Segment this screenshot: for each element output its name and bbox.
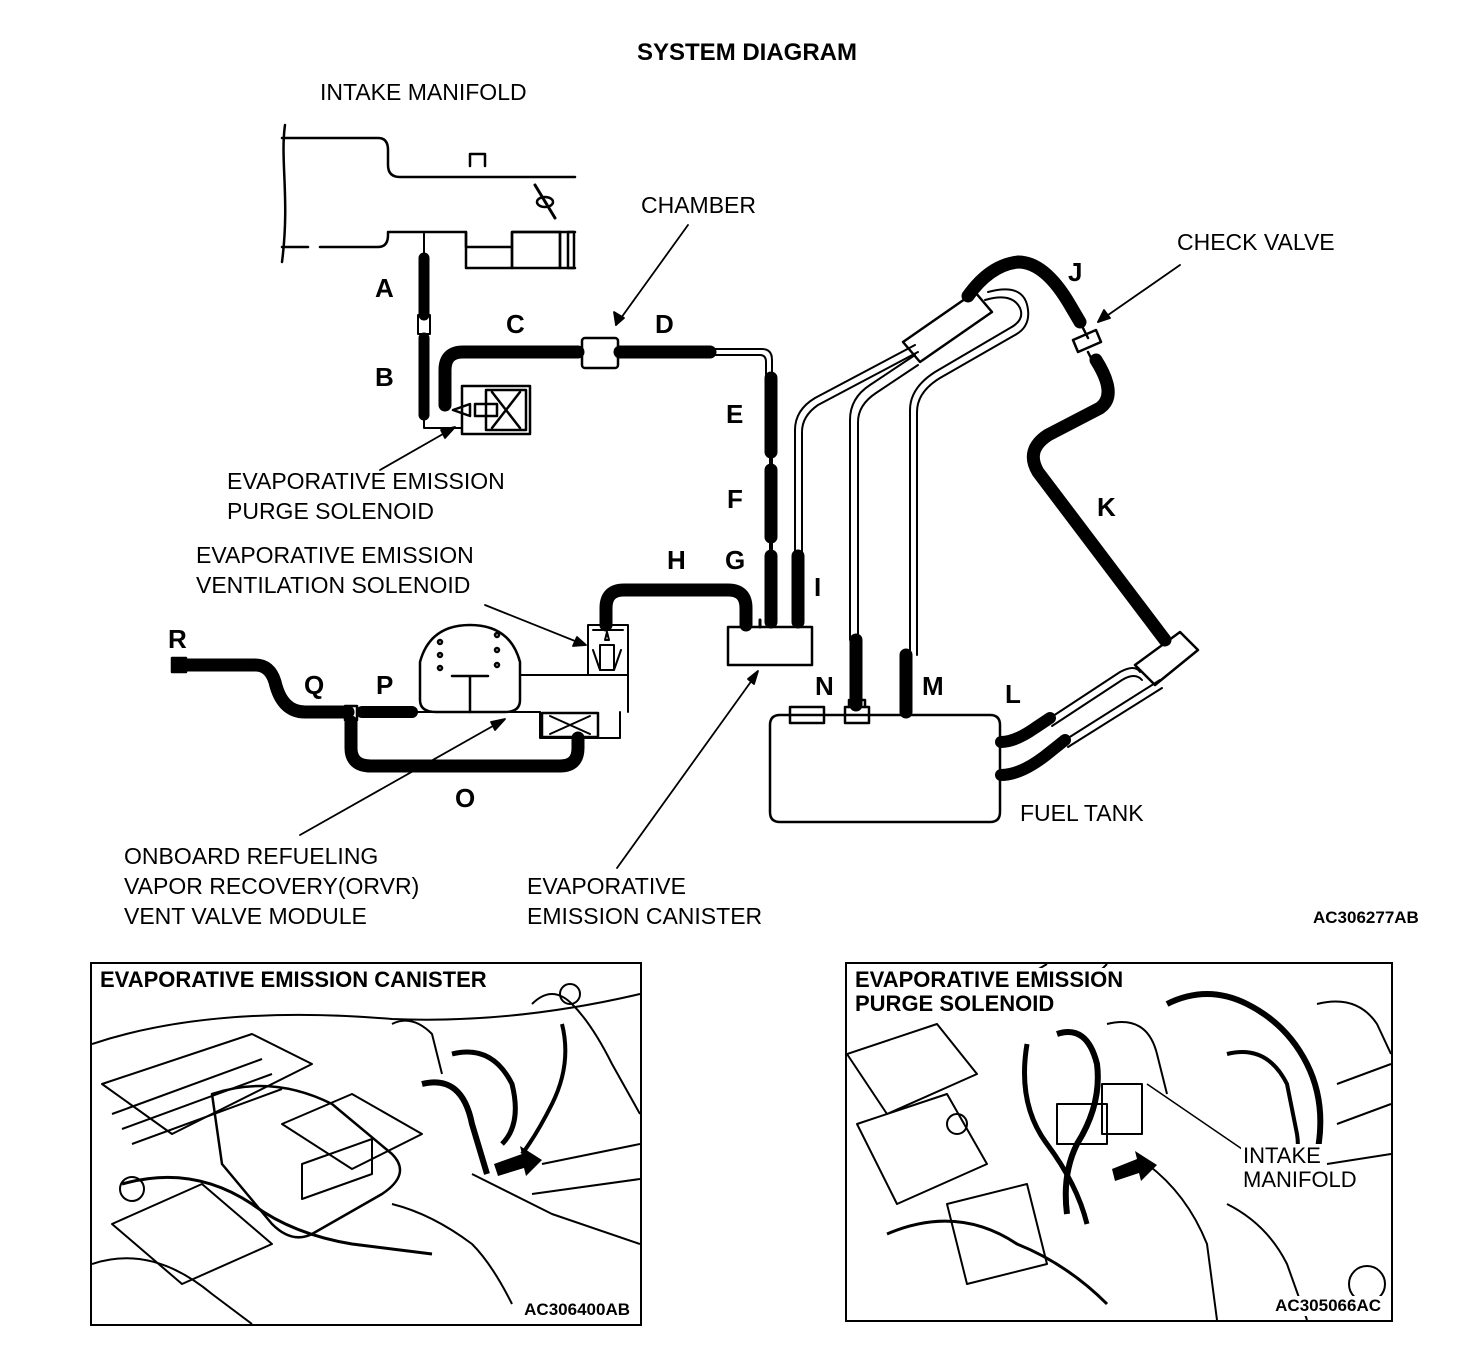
chamber-drawing	[580, 336, 620, 370]
intake-manifold-callout-line1: INTAKE	[1241, 1143, 1323, 1168]
label-vent-solenoid-line2: VENTILATION SOLENOID	[196, 572, 471, 598]
photo-purge-id: AC305066AC	[1273, 1296, 1383, 1316]
hose-letter-n: N	[815, 671, 834, 701]
label-orvr-line2: VAPOR RECOVERY(ORVR)	[124, 873, 420, 899]
pointer-arrow	[494, 1146, 542, 1176]
canister-leader	[616, 675, 756, 869]
vent-solenoid-drawing	[587, 624, 629, 676]
hose-letter-r: R	[168, 624, 187, 654]
chamber-leader	[615, 224, 689, 326]
label-purge-solenoid-line2: PURGE SOLENOID	[227, 498, 435, 524]
label-canister-line1: EVAPORATIVE	[527, 873, 686, 899]
photo-canister-panel: EVAPORATIVE EMISSION CANISTER AC306400AB	[90, 962, 642, 1326]
intake-manifold-drawing	[280, 123, 577, 270]
hose-letter-a: A	[375, 273, 394, 303]
vent-leader	[484, 604, 581, 644]
intake-callout-leader	[1146, 1083, 1243, 1150]
label-vent-solenoid-line1: EVAPORATIVE EMISSION	[196, 542, 474, 568]
hose-k	[1026, 353, 1172, 647]
photo-purge-illustration	[847, 964, 1391, 1320]
intake-manifold-callout-line2: MANIFOLD	[1241, 1167, 1359, 1192]
purge-leader	[379, 429, 451, 471]
photo-canister-title: EVAPORATIVE EMISSION CANISTER	[98, 967, 489, 992]
purge-solenoid-drawing	[451, 384, 532, 436]
label-orvr-line3: VENT VALVE MODULE	[124, 903, 367, 929]
hose-letter-e: E	[726, 399, 744, 429]
orvr-module-drawing	[418, 623, 522, 714]
canister-drawing	[726, 625, 814, 667]
hose-letter-f: F	[727, 484, 743, 514]
hose-q	[175, 658, 355, 719]
hose-letter-o: O	[455, 783, 476, 813]
photo-canister-id: AC306400AB	[522, 1300, 632, 1320]
diagram-title: SYSTEM DIAGRAM	[637, 39, 858, 66]
hose-l	[995, 712, 1056, 748]
label-chamber: CHAMBER	[641, 192, 757, 218]
photo-purge-title-line1: EVAPORATIVE EMISSION	[855, 967, 1124, 992]
orvr-leader	[299, 721, 501, 836]
photo-purge-title-line2: PURGE SOLENOID	[855, 991, 1055, 1016]
hose-h	[599, 583, 753, 632]
hose-letter-b: B	[375, 362, 394, 392]
check-valve-leader	[1097, 264, 1181, 323]
photo-purge-panel: EVAPORATIVE EMISSION PURGE SOLENOID INTA…	[845, 962, 1393, 1322]
label-canister-line2: EMISSION CANISTER	[527, 903, 763, 929]
hose-letter-j: J	[1068, 257, 1083, 287]
hose-letter-c: C	[506, 309, 525, 339]
hose-letter-d: D	[655, 309, 674, 339]
hose-letter-k: K	[1097, 492, 1116, 522]
label-fuel-tank: FUEL TANK	[1020, 800, 1144, 826]
hose-j	[961, 255, 1087, 329]
label-intake-manifold: INTAKE MANIFOLD	[320, 79, 527, 105]
hose-letter-m: M	[922, 671, 944, 701]
hose-letter-q: Q	[304, 670, 325, 700]
hose-letter-p: P	[376, 670, 394, 700]
fuel-tank-drawing	[768, 698, 1002, 824]
hose-c	[438, 345, 585, 412]
hose-letter-l: L	[1005, 679, 1021, 709]
hose-letter-i: I	[814, 572, 822, 602]
hose-letter-g: G	[725, 545, 746, 575]
hose-letter-h: H	[667, 545, 686, 575]
figure-id: AC306277AB	[1313, 908, 1419, 927]
photo-canister-illustration	[92, 983, 640, 1324]
pointer-arrow	[1112, 1151, 1157, 1181]
photo-purge-title: EVAPORATIVE EMISSION PURGE SOLENOID	[853, 967, 1126, 1016]
label-check-valve: CHECK VALVE	[1177, 229, 1335, 255]
system-diagram	[170, 123, 1200, 869]
label-orvr-line1: ONBOARD REFUELING	[124, 843, 379, 869]
hose-o	[344, 715, 585, 773]
label-purge-solenoid-line1: EVAPORATIVE EMISSION	[227, 468, 505, 494]
